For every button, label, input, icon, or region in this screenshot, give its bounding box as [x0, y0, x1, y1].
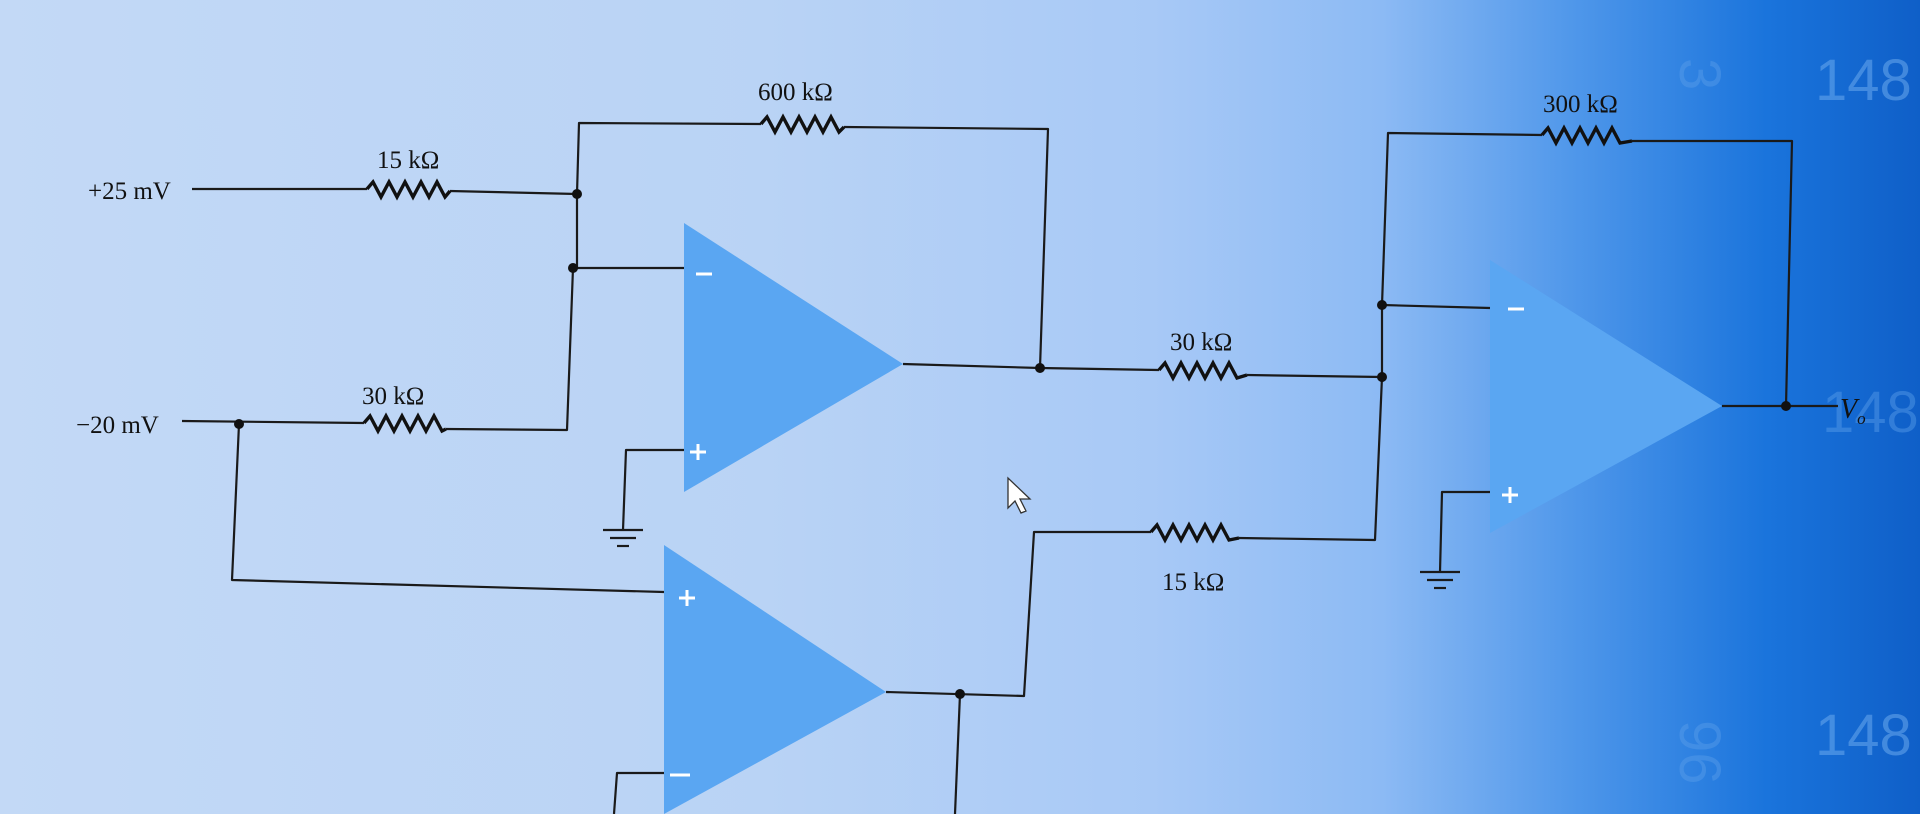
ground-symbol-2: [1420, 570, 1460, 590]
mouse-cursor-icon: [1007, 476, 1032, 514]
background-digits-middle: 148: [1822, 380, 1919, 445]
resistor-600k-feedback: [759, 113, 846, 136]
resistor-30k-middle: [1157, 359, 1248, 382]
resistor-300k-feedback: [1540, 124, 1633, 147]
resistor-15k-lower-label: 15 kΩ: [1162, 569, 1224, 596]
resistor-30k-middle-label: 30 kΩ: [1170, 329, 1232, 356]
opamp-3-signs: [1502, 307, 1524, 503]
opamp-3: [1490, 260, 1722, 533]
background-digits-top: 148: [1815, 48, 1912, 113]
output-voltage-label: Vo: [1840, 394, 1866, 428]
opamp-1-signs: [690, 272, 712, 460]
resistor-600k-label: 600 kΩ: [758, 79, 833, 106]
opamp-2-signs: [670, 590, 695, 777]
ground-symbol-1: [603, 528, 643, 548]
resistor-300k-label: 300 kΩ: [1543, 91, 1618, 118]
background-glyph-top: 3: [1667, 58, 1732, 90]
resistor-15k-lower: [1149, 521, 1240, 544]
opamp-1: [684, 223, 903, 492]
input-voltage-1-label: +25 mV: [88, 178, 171, 205]
opamp-2: [664, 545, 886, 814]
resistor-15k-input-label: 15 kΩ: [377, 147, 439, 174]
resistor-30k-input-label: 30 kΩ: [362, 383, 424, 410]
resistor-15k-input: [365, 178, 452, 201]
junction-nodes: [234, 189, 1791, 699]
resistor-30k-input: [362, 412, 447, 435]
background-digits-bottom: 148: [1815, 703, 1912, 768]
input-voltage-2-label: −20 mV: [76, 412, 159, 439]
background-glyph-bottom: 96: [1667, 720, 1732, 785]
background-digits: 148 148 148 3 96: [1667, 48, 1919, 785]
